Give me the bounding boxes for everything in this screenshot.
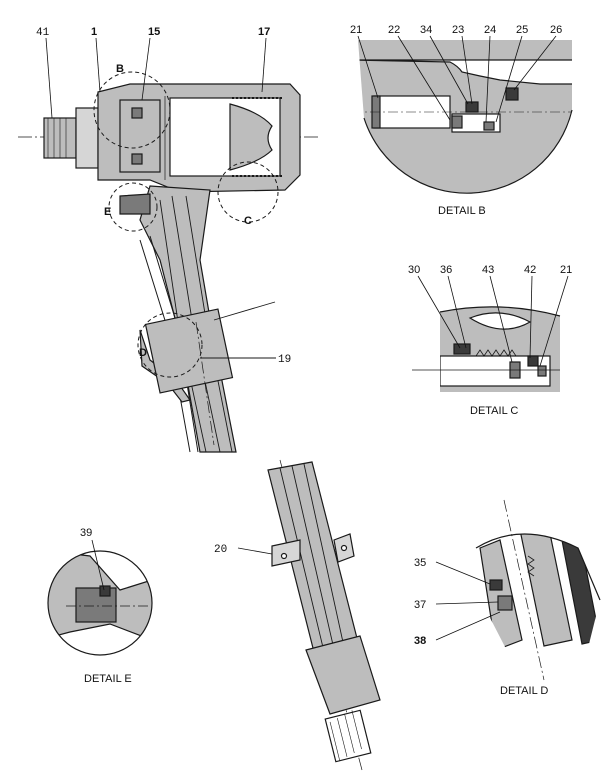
- callout-21c: 21: [560, 264, 572, 276]
- detail-marker-d: D: [139, 347, 147, 359]
- callout-36: 36: [440, 264, 452, 276]
- detail-e-view: 39 DETAIL E: [47, 527, 153, 685]
- detail-circles: [93, 71, 279, 378]
- callout-30: 30: [408, 264, 420, 276]
- callout-35: 35: [414, 557, 426, 569]
- callout-37: 37: [414, 599, 426, 611]
- detail-d-caption: DETAIL D: [500, 685, 548, 697]
- callout-34: 34: [420, 24, 432, 36]
- callout-15: 15: [148, 26, 160, 38]
- detail-marker-b: B: [116, 63, 124, 75]
- callout-41: 41: [36, 27, 50, 39]
- detail-d-view: 35 37 38 DETAIL D: [414, 499, 601, 697]
- callout-19: 19: [278, 354, 291, 366]
- callout-22: 22: [388, 24, 400, 36]
- callout-38: 38: [414, 635, 426, 647]
- callout-26: 26: [550, 24, 562, 36]
- callout-1: 1: [91, 26, 97, 38]
- callout-43: 43: [482, 264, 494, 276]
- callout-20: 20: [214, 544, 227, 556]
- callout-24: 24: [484, 24, 496, 36]
- detail-e-caption: DETAIL E: [84, 673, 132, 685]
- detail-b-caption: DETAIL B: [438, 205, 486, 217]
- detail-circle-b: [93, 71, 171, 149]
- callout-39: 39: [80, 527, 92, 539]
- callout-42: 42: [524, 264, 536, 276]
- detail-circle-c: [217, 161, 279, 223]
- detail-circle-d: [137, 312, 203, 378]
- callout-17: 17: [258, 26, 270, 38]
- callout-21: 21: [350, 24, 362, 36]
- detail-marker-e: E: [104, 206, 111, 218]
- detail-marker-c: C: [244, 215, 252, 227]
- callout-25: 25: [516, 24, 528, 36]
- detail-circle-e: [108, 182, 158, 232]
- callout-23: 23: [452, 24, 464, 36]
- main-callouts: 41 1 15 17 19 B C D E: [36, 26, 291, 366]
- detail-b-view: 21 22 34 23 24 25 26 DETAIL B: [350, 24, 573, 217]
- lower-section-view: [237, 459, 381, 771]
- detail-c-view: 30 36 43 42 21 DETAIL C: [408, 264, 572, 417]
- main-section-view: [18, 83, 318, 453]
- detail-c-caption: DETAIL C: [470, 405, 518, 417]
